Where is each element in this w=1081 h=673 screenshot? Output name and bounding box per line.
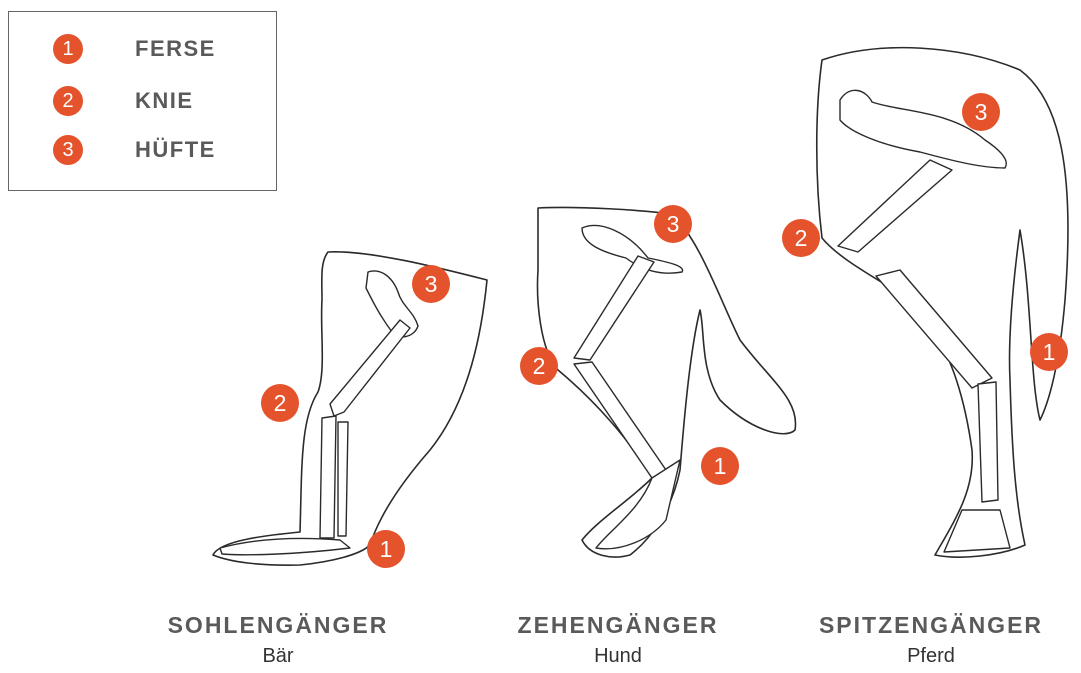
caption-title: SPITZENGÄNGER bbox=[781, 612, 1081, 639]
dog-marker-knie: 2 bbox=[520, 347, 558, 385]
caption-sohlengaenger: SOHLENGÄNGER Bär bbox=[128, 612, 428, 668]
caption-spitzengaenger: SPITZENGÄNGER Pferd bbox=[781, 612, 1081, 668]
horse-tibia-bone bbox=[876, 270, 992, 388]
bear-fibula-bone bbox=[338, 422, 348, 536]
dog-marker-ferse: 1 bbox=[701, 447, 739, 485]
bear-leg-illustration bbox=[213, 252, 487, 565]
bear-tibia-bone bbox=[320, 416, 336, 538]
dog-femur-bone bbox=[574, 256, 654, 360]
horse-marker-knie: 2 bbox=[782, 219, 820, 257]
horse-marker-huefte: 3 bbox=[962, 93, 1000, 131]
bear-femur-bone bbox=[330, 320, 410, 416]
horse-femur-bone bbox=[838, 160, 952, 252]
caption-animal: Hund bbox=[468, 645, 768, 668]
dog-leg-illustration bbox=[538, 207, 796, 557]
bear-marker-knie: 2 bbox=[261, 384, 299, 422]
caption-animal: Bär bbox=[128, 645, 428, 668]
caption-title: SOHLENGÄNGER bbox=[128, 612, 428, 639]
caption-zehengaenger: ZEHENGÄNGER Hund bbox=[468, 612, 768, 668]
dog-tibia-bone bbox=[574, 362, 666, 478]
bear-marker-huefte: 3 bbox=[412, 265, 450, 303]
horse-leg-illustration bbox=[817, 48, 1068, 557]
bear-marker-ferse: 1 bbox=[367, 530, 405, 568]
horse-marker-ferse: 1 bbox=[1030, 333, 1068, 371]
caption-title: ZEHENGÄNGER bbox=[468, 612, 768, 639]
horse-hoof-bones bbox=[944, 510, 1010, 552]
bear-pelvis-bone bbox=[366, 271, 418, 337]
dog-foot-bones bbox=[596, 460, 680, 549]
horse-cannon-bone bbox=[978, 382, 998, 502]
caption-animal: Pferd bbox=[781, 645, 1081, 668]
dog-marker-huefte: 3 bbox=[654, 205, 692, 243]
bear-leg-outline bbox=[213, 252, 487, 565]
